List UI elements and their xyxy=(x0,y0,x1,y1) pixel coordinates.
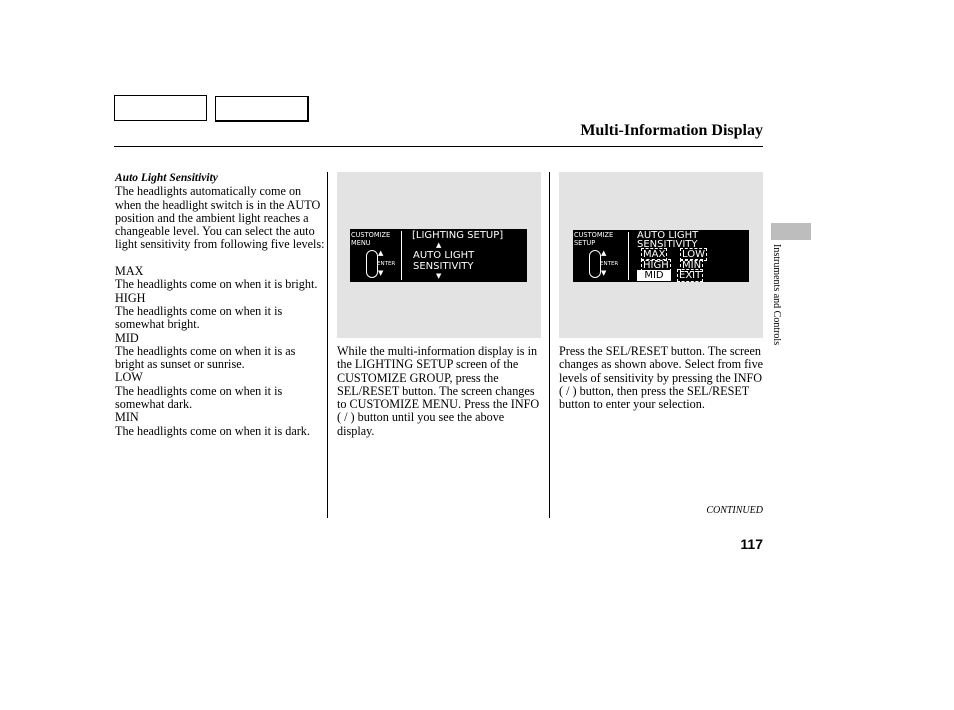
lcd-enter-label: ENTER xyxy=(600,261,619,267)
level-name-max: MAX xyxy=(115,264,144,279)
right-paragraph: Press the SEL/RESET button. The screen c… xyxy=(559,344,764,412)
level-name-min: MIN xyxy=(115,410,139,425)
lcd-option-min: MIN xyxy=(679,259,704,272)
lcd-option-high: HIGH xyxy=(641,259,671,272)
level-description-max: The headlights come on when it is bright… xyxy=(115,277,318,292)
page-number: 117 xyxy=(740,536,763,552)
knob-up-arrow-icon: ▲ xyxy=(601,249,607,257)
lcd-label-customize: CUSTOMIZE xyxy=(351,231,391,239)
section-tab-1 xyxy=(114,95,207,121)
lcd-line-auto-light: AUTO LIGHT xyxy=(413,250,475,261)
section-subheading: Auto Light Sensitivity xyxy=(115,172,218,184)
info-knob-icon xyxy=(366,250,378,278)
lcd-option-low: LOW xyxy=(680,248,707,261)
lcd-screen-1: CUSTOMIZE MENU ▲ ENTER ▼ [LIGHTING SETUP… xyxy=(350,229,527,282)
level-name-mid: MID xyxy=(115,330,139,345)
lcd-option-mid-selected: MID xyxy=(637,270,671,281)
column-divider-right xyxy=(549,172,550,518)
knob-down-arrow-icon: ▼ xyxy=(378,269,384,277)
lcd-option-max: MAX xyxy=(640,248,668,261)
lcd-up-arrow-icon: ▲ xyxy=(436,241,442,249)
level-description-low: The headlights come on when it is somewh… xyxy=(115,383,283,412)
section-tab-2 xyxy=(215,96,309,122)
page-title: Multi-Information Display xyxy=(580,122,763,139)
middle-paragraph: While the multi-information display is i… xyxy=(337,344,540,438)
lcd-label-menu: MENU xyxy=(351,239,371,247)
level-description-min: The headlights come on when it is dark. xyxy=(115,423,310,438)
lcd-label-setup: SETUP xyxy=(574,239,596,247)
middle-column: While the multi-information display is i… xyxy=(337,344,541,438)
lcd-enter-label: ENTER xyxy=(377,261,396,267)
lcd-option-exit: EXIT xyxy=(676,269,704,282)
level-description-high: The headlights come on when it is somewh… xyxy=(115,303,283,332)
column-divider-left xyxy=(327,172,328,518)
level-name-low: LOW xyxy=(115,370,143,385)
level-description-mid: The headlights come on when it is as bri… xyxy=(115,343,296,372)
lcd-line-auto-light: AUTO LIGHT xyxy=(637,230,699,241)
section-side-label: Instruments and Controls xyxy=(771,244,782,346)
lcd-line-sensitivity: SENSITIVITY xyxy=(637,239,698,250)
lcd-screen-2: CUSTOMIZE SETUP ▲ ENTER ▼ AUTO LIGHT SEN… xyxy=(573,230,749,282)
right-column: Press the SEL/RESET button. The screen c… xyxy=(559,344,765,412)
header-divider xyxy=(114,146,763,147)
knob-up-arrow-icon: ▲ xyxy=(378,249,384,257)
left-column: Auto Light Sensitivity The headlights au… xyxy=(115,172,325,438)
lcd-label-customize: CUSTOMIZE xyxy=(574,231,614,239)
knob-down-arrow-icon: ▼ xyxy=(601,269,607,277)
intro-paragraph: The headlights automatically come on whe… xyxy=(115,184,325,252)
continued-label: CONTINUED xyxy=(706,505,763,516)
level-name-high: HIGH xyxy=(115,290,146,305)
lcd-down-arrow-icon: ▼ xyxy=(436,272,442,280)
lcd-line-sensitivity: SENSITIVITY xyxy=(413,261,474,272)
lcd-divider xyxy=(401,231,402,280)
section-side-tab xyxy=(771,223,811,240)
info-knob-icon xyxy=(589,250,601,278)
lcd-divider xyxy=(628,232,629,280)
lcd-line-lighting-setup: [LIGHTING SETUP] xyxy=(412,230,504,241)
